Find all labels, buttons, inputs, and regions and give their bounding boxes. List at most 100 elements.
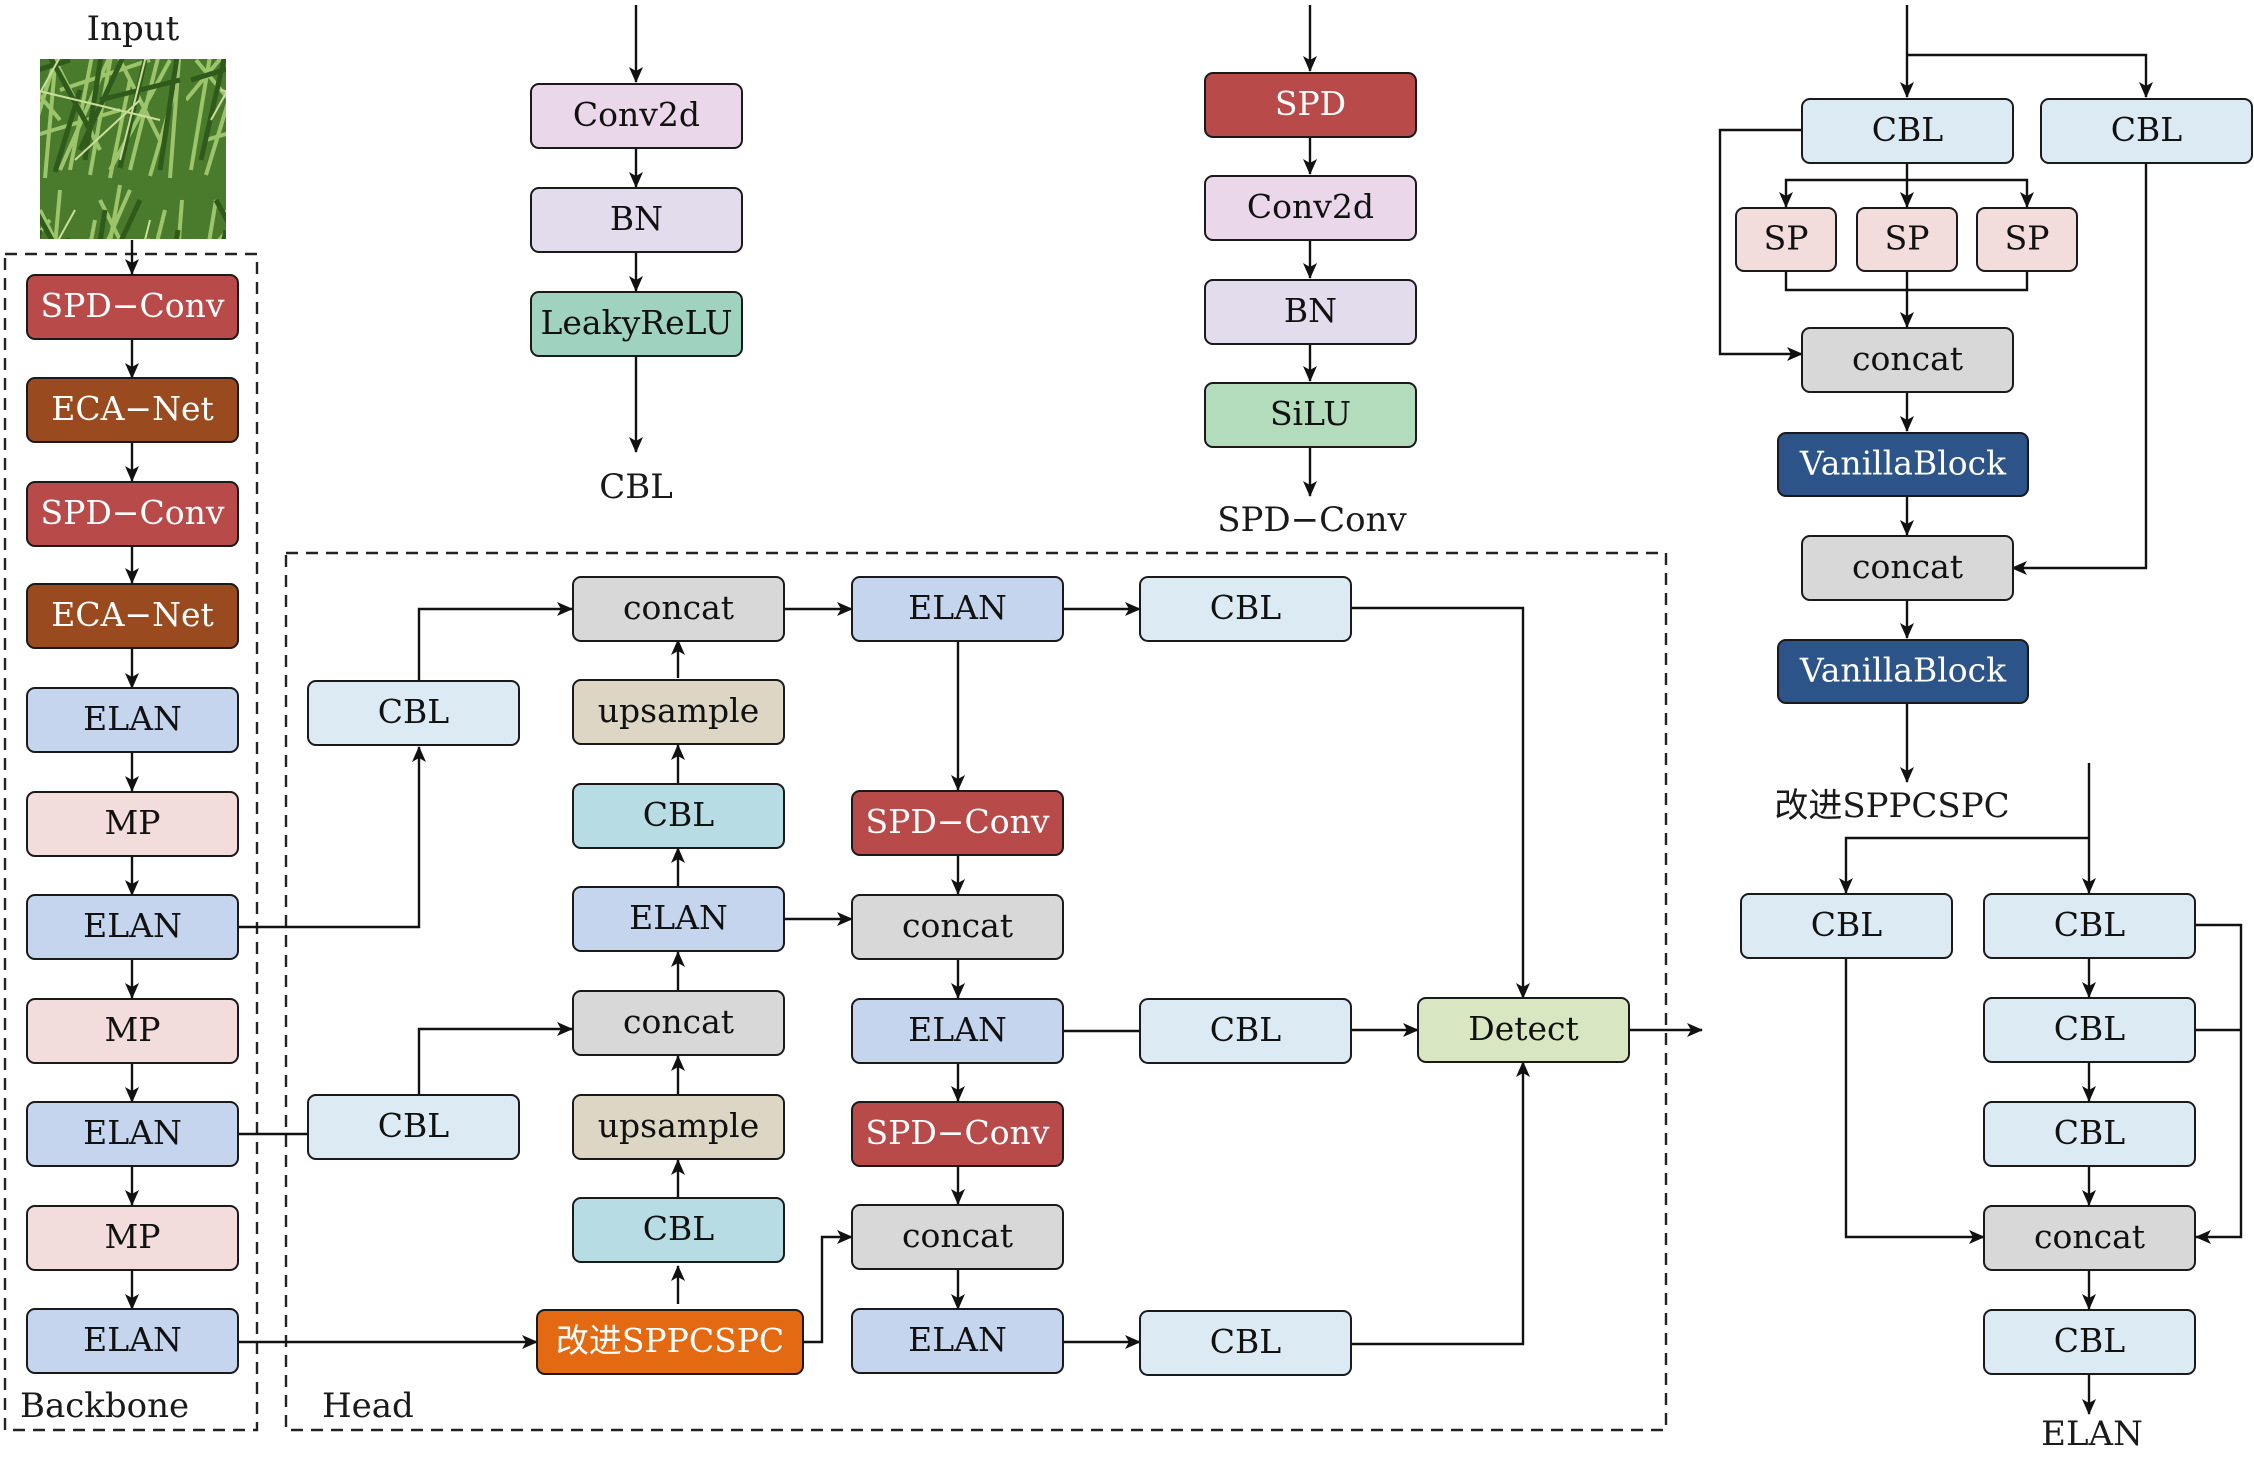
node-box: [1204, 382, 1417, 448]
node-label: CBL: [378, 692, 450, 731]
node-box: [572, 1197, 785, 1263]
node-hd-upsample2: upsample: [572, 1094, 785, 1160]
node-label: ELAN: [83, 1113, 182, 1152]
node-box: [572, 886, 785, 952]
node-box: [572, 576, 785, 642]
node-box: [26, 894, 239, 960]
node-label: concat: [623, 1002, 734, 1041]
node-box: [307, 1094, 520, 1160]
node-hd-concat3: concat: [851, 894, 1064, 960]
node-label: ELAN: [83, 906, 182, 945]
head-label: Head: [322, 1386, 414, 1426]
node-box: [1976, 207, 2078, 272]
spdconv-definition-caption: SPD−Conv: [1217, 500, 1407, 540]
node-label: ECA−Net: [51, 595, 214, 634]
node-label: VanillaBlock: [1799, 444, 2007, 483]
node-box: [26, 687, 239, 753]
connection-arrows: [125, 5, 2243, 1415]
node-box: [1735, 207, 1837, 272]
node-box: [26, 481, 239, 547]
node-bb-eca2: ECA−Net: [26, 583, 239, 649]
node-label: concat: [1852, 547, 1963, 586]
node-label: CBL: [1210, 1322, 1282, 1361]
node-bb-mp2: MP: [26, 998, 239, 1064]
node-hd-concat1: concat: [572, 576, 785, 642]
node-label: ELAN: [629, 898, 728, 937]
elan-definition-caption: ELAN: [2041, 1414, 2143, 1454]
node-bb-mp3: MP: [26, 1205, 239, 1271]
node-sp-vanilla2: VanillaBlock: [1777, 639, 2029, 704]
cbl-definition-caption: CBL: [599, 467, 673, 507]
node-sp-sp3: SP: [1976, 207, 2078, 272]
node-sp-vanilla1: VanillaBlock: [1777, 432, 2029, 497]
node-box: [1983, 1205, 2196, 1271]
node-label: BN: [1284, 291, 1337, 330]
node-box: [1801, 327, 2014, 393]
node-sp-sp1: SP: [1735, 207, 1837, 272]
node-label: CBL: [2054, 1009, 2126, 1048]
node-label: SPD−Conv: [866, 1113, 1050, 1152]
node-bb-spdconv1: SPD−Conv: [26, 274, 239, 340]
node-hd-elan-bot: ELAN: [851, 1308, 1064, 1374]
node-spd-bn: BN: [1204, 279, 1417, 345]
node-label: ELAN: [908, 1320, 1007, 1359]
node-box: [1777, 639, 2029, 704]
node-label: SP: [1764, 219, 1809, 258]
node-label: ELAN: [908, 1010, 1007, 1049]
node-spd-conv2d: Conv2d: [1204, 175, 1417, 241]
node-sp-concat2: concat: [1801, 535, 2014, 601]
node-label: SP: [2005, 219, 2050, 258]
node-hd-cbl2: CBL: [572, 1197, 785, 1263]
node-label: 改进SPPCSPC: [556, 1321, 784, 1360]
node-hd-cbl-out3: CBL: [1139, 1310, 1352, 1376]
node-cbl-leaky: LeakyReLU: [530, 291, 743, 357]
node-box: [1417, 997, 1630, 1063]
node-hd-concat4: concat: [851, 1204, 1064, 1270]
node-label: CBL: [2054, 1113, 2126, 1152]
node-label: CBL: [1210, 1010, 1282, 1049]
node-label: VanillaBlock: [1799, 651, 2007, 690]
node-box: [1139, 998, 1352, 1064]
node-label: CBL: [1872, 110, 1944, 149]
node-box: [1801, 535, 2014, 601]
node-box: [26, 583, 239, 649]
node-label: Conv2d: [573, 95, 700, 134]
node-bb-mp1: MP: [26, 791, 239, 857]
node-hd-cbl-out2: CBL: [1139, 998, 1352, 1064]
node-box: [572, 1094, 785, 1160]
node-label: LeakyReLU: [540, 303, 732, 342]
node-hd-elan1: ELAN: [572, 886, 785, 952]
node-el-cbl-a: CBL: [1740, 893, 1953, 959]
node-box: [1983, 1101, 2196, 1167]
node-box: [307, 680, 520, 746]
node-box: [572, 679, 785, 745]
node-hd-cbl1: CBL: [572, 783, 785, 849]
node-label: CBL: [1811, 905, 1883, 944]
node-label: Detect: [1468, 1009, 1579, 1048]
node-el-cbl-out: CBL: [1983, 1309, 2196, 1375]
node-box: [851, 1204, 1064, 1270]
node-box: [26, 1308, 239, 1374]
node-cbl-bn: BN: [530, 187, 743, 253]
node-label: ELAN: [83, 699, 182, 738]
node-hd-concat2: concat: [572, 990, 785, 1056]
node-box: [1204, 175, 1417, 241]
node-label: ECA−Net: [51, 389, 214, 428]
node-hd-cbl-side1: CBL: [307, 680, 520, 746]
node-box: [26, 377, 239, 443]
node-hd-cbl-side2: CBL: [307, 1094, 520, 1160]
node-spd-spd: SPD: [1204, 72, 1417, 138]
node-sp-concat1: concat: [1801, 327, 2014, 393]
node-bb-elan2: ELAN: [26, 894, 239, 960]
node-label: SPD: [1275, 84, 1346, 123]
node-label: SP: [1885, 219, 1930, 258]
node-box: [1204, 72, 1417, 138]
input-grass-image: [40, 59, 226, 239]
node-label: CBL: [1210, 588, 1282, 627]
node-box: [1139, 576, 1352, 642]
node-label: MP: [105, 1217, 161, 1256]
node-label: SPD−Conv: [41, 493, 225, 532]
node-label: SiLU: [1270, 394, 1351, 433]
node-hd-sppcspc: 改进SPPCSPC: [536, 1309, 804, 1375]
node-box: [1801, 98, 2014, 164]
